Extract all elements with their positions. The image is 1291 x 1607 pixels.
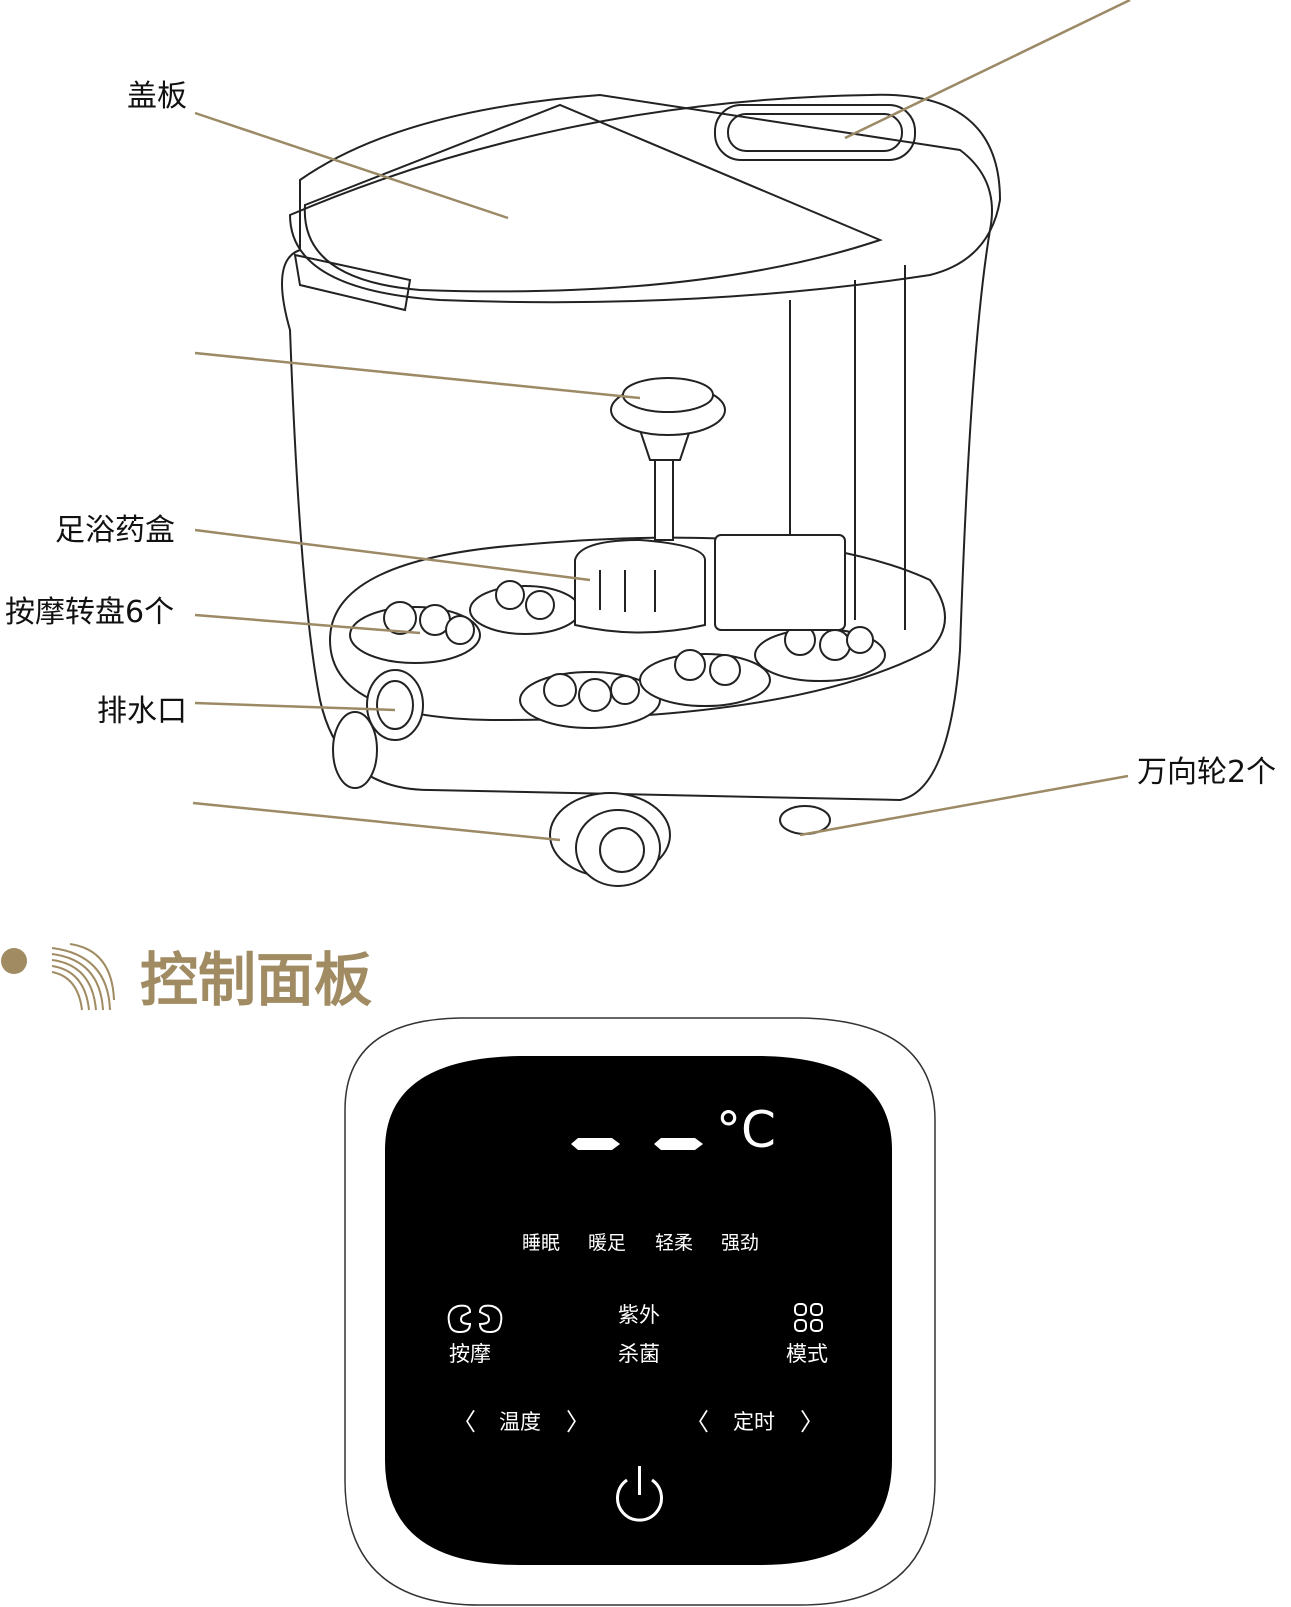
uv-label-1[interactable]: 紫外 bbox=[618, 1303, 660, 1327]
massage-button[interactable]: 按摩 bbox=[449, 1342, 491, 1366]
uv-sterilize-button[interactable]: 杀菌 bbox=[618, 1342, 660, 1366]
timer-increase[interactable]: 〉 bbox=[800, 1408, 824, 1436]
arc-lines-icon bbox=[51, 943, 115, 1011]
mode-sleep[interactable]: 睡眠 bbox=[522, 1232, 560, 1254]
leader-lines bbox=[192, 0, 1131, 842]
label-drain: 排水口 bbox=[97, 694, 187, 729]
massage-hands-icon[interactable] bbox=[447, 1304, 503, 1334]
temperature-increase[interactable]: 〉 bbox=[566, 1408, 590, 1436]
display-digit-2 bbox=[654, 1138, 703, 1150]
label-herb-box: 足浴药盒 bbox=[55, 513, 175, 548]
herb-box bbox=[574, 534, 846, 634]
timer-decrease[interactable]: 〈 bbox=[685, 1408, 709, 1436]
mode-gentle[interactable]: 轻柔 bbox=[655, 1232, 693, 1254]
temperature-decrease[interactable]: 〈 bbox=[452, 1408, 476, 1436]
display-digit-1 bbox=[571, 1138, 620, 1150]
section-title: 控制面板 bbox=[140, 946, 372, 1014]
timer-label: 定时 bbox=[733, 1410, 775, 1434]
massage-discs bbox=[349, 580, 886, 729]
temperature-unit: °C bbox=[716, 1101, 776, 1159]
caster-wheels bbox=[332, 711, 831, 887]
label-cover: 盖板 bbox=[127, 79, 187, 114]
mode-strong[interactable]: 强劲 bbox=[721, 1232, 759, 1254]
control-panel: °C 睡眠 暖足 轻柔 强劲 按摩 紫外 杀菌 模式 〈 温度 〉 〈 定时 〉 bbox=[344, 1017, 936, 1606]
label-wheels: 万向轮2个 bbox=[1137, 755, 1276, 790]
bullet-dot bbox=[1, 948, 27, 974]
drain-outlet bbox=[366, 669, 424, 741]
mode-button[interactable]: 模式 bbox=[786, 1342, 828, 1366]
mode-warm-feet[interactable]: 暖足 bbox=[588, 1232, 626, 1254]
foot-bath-illustration bbox=[281, 93, 1002, 887]
mode-grid-icon[interactable] bbox=[794, 1303, 823, 1332]
section-header: 控制面板 bbox=[1, 943, 372, 1014]
temperature-label: 温度 bbox=[499, 1410, 541, 1434]
label-massage-discs: 按摩转盘6个 bbox=[5, 595, 174, 630]
power-icon[interactable] bbox=[616, 1466, 663, 1522]
